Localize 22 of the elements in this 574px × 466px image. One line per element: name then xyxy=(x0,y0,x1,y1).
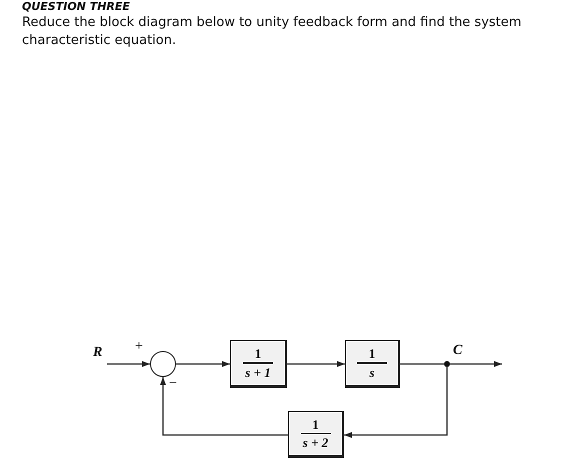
sign-label: + xyxy=(135,340,143,354)
connector-line xyxy=(400,363,444,365)
arrow xyxy=(344,367,448,438)
numerator: 1 xyxy=(254,347,262,360)
transfer-function-block xyxy=(288,411,344,458)
denominator: s + 2 xyxy=(302,436,328,450)
denominator: s xyxy=(369,366,375,379)
arrow xyxy=(287,361,345,367)
sign-label: − xyxy=(169,377,177,391)
arrow xyxy=(450,361,502,367)
summing-junction xyxy=(150,351,176,377)
arrow xyxy=(160,377,288,436)
denominator: s + 1 xyxy=(245,366,271,379)
instruction-text: Reduce the block diagram below to unity feedback form and find the system characteristic equation. xyxy=(22,14,522,50)
transfer-function-block xyxy=(345,340,400,388)
heading: QUESTION THREE xyxy=(22,0,130,13)
numerator: 1 xyxy=(312,418,319,431)
arrow xyxy=(176,361,230,367)
transfer-function-block xyxy=(230,340,287,388)
signal-label: R xyxy=(93,346,102,360)
numerator: 1 xyxy=(368,347,376,360)
arrow xyxy=(107,361,150,367)
